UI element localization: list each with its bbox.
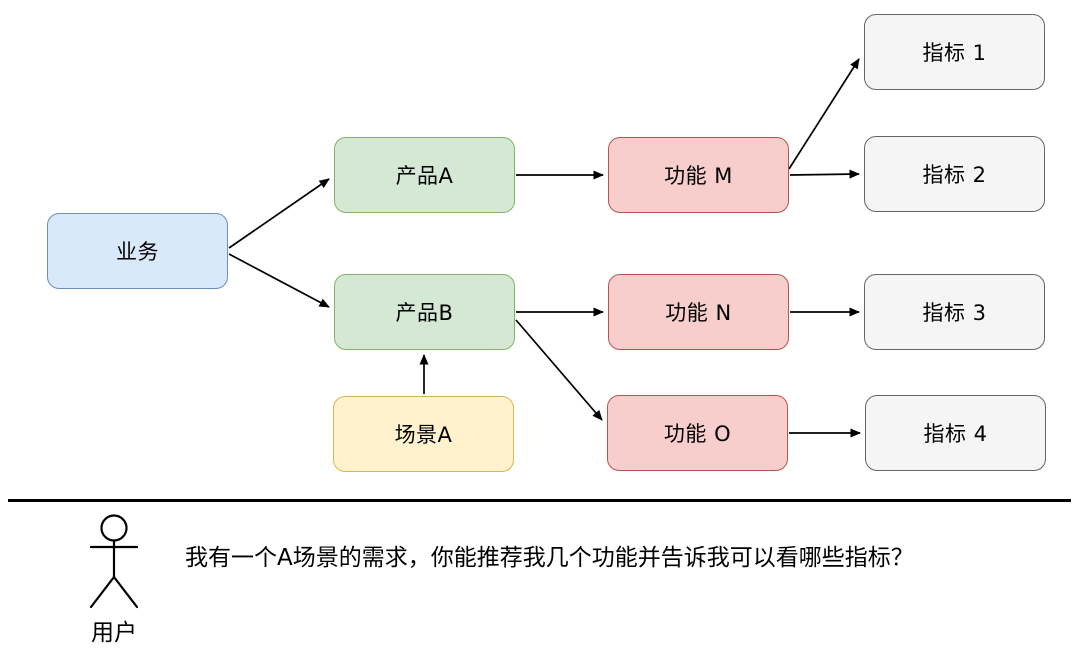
node-func-n: 功能 N	[608, 274, 789, 350]
node-metric-2: 指标 2	[864, 136, 1045, 212]
node-func-o: 功能 O	[607, 395, 788, 471]
node-func-m: 功能 M	[608, 137, 789, 213]
node-scenario-a: 场景A	[333, 396, 514, 472]
section-divider	[8, 499, 1071, 502]
user-question-text: 我有一个A场景的需求，你能推荐我几个功能并告诉我可以看哪些指标？	[185, 545, 914, 571]
node-product-b: 产品B	[334, 274, 515, 350]
edge-business-product-b	[228, 253, 330, 308]
edge-func-m-metric-2	[789, 169, 860, 179]
node-metric-4: 指标 4	[865, 395, 1046, 471]
node-business: 业务	[47, 213, 228, 289]
node-metric-1: 指标 1	[864, 14, 1045, 90]
actor-label: 用户	[91, 620, 137, 646]
user-actor-icon	[89, 514, 139, 609]
edge-business-product-a	[228, 178, 330, 249]
node-metric-3: 指标 3	[864, 274, 1045, 350]
node-product-a: 产品A	[334, 137, 515, 213]
edge-product-b-func-o	[515, 319, 603, 421]
edge-func-m-metric-1	[788, 58, 860, 170]
